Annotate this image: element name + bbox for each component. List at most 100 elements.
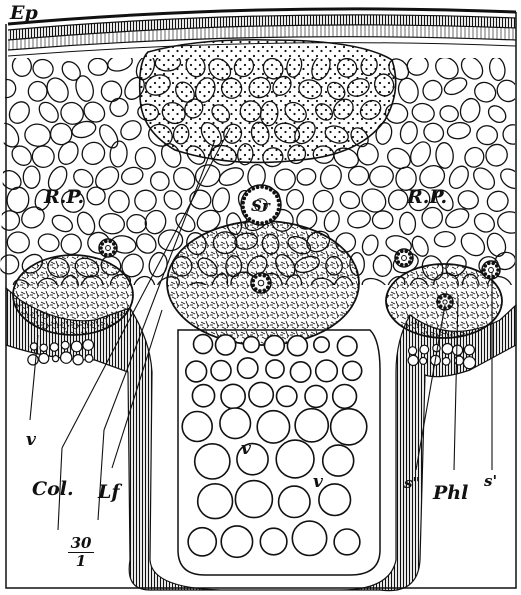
vessel	[305, 385, 327, 407]
small-vessel	[28, 355, 38, 365]
parenchyma-cell	[27, 80, 48, 102]
small-vessel	[420, 345, 429, 354]
scale-fraction: 30 1	[66, 536, 96, 569]
ring-bead	[266, 286, 270, 290]
parenchyma-cell	[107, 189, 130, 213]
vessel	[186, 361, 207, 382]
parenchyma-cell	[348, 166, 369, 186]
vessel	[221, 526, 252, 557]
vessel	[295, 409, 328, 442]
parenchyma-cell	[210, 186, 232, 214]
parenchyma-cell	[435, 142, 454, 169]
ring-bead	[491, 262, 495, 266]
parenchyma-cell	[169, 163, 199, 193]
parenchyma-cell	[396, 76, 421, 105]
ring-bead	[108, 240, 112, 244]
small-vessel	[464, 357, 476, 369]
ring-bead	[241, 206, 245, 210]
ring-bead	[99, 246, 103, 250]
ring-bead	[275, 195, 279, 199]
parenchyma-cell	[30, 144, 56, 170]
ring-bead	[397, 252, 401, 256]
parenchyma-cell	[338, 189, 362, 212]
small-vessel	[442, 358, 450, 366]
parenchyma-cell	[88, 57, 109, 76]
vessel	[277, 386, 297, 406]
vessel	[287, 336, 307, 356]
parenchyma-cell	[357, 184, 390, 217]
vessel	[343, 361, 362, 380]
parenchyma-cell	[367, 164, 395, 190]
parenchyma-cell	[217, 164, 246, 188]
vessel	[221, 384, 245, 408]
vessel	[198, 484, 233, 519]
label-vessel-left: v	[26, 432, 36, 449]
ring-bead	[409, 256, 413, 260]
ring-bead	[484, 264, 488, 268]
vessel	[265, 336, 285, 356]
ring-bead	[277, 208, 281, 212]
parenchyma-cell	[109, 140, 128, 167]
ring-bead	[277, 203, 281, 207]
parenchyma-cell	[457, 229, 489, 261]
ring-bead	[113, 246, 117, 250]
parenchyma-cell	[5, 98, 33, 127]
label-secretory-double: s"	[404, 476, 420, 491]
ring-bead	[449, 300, 453, 304]
label-vessel-center-2: v	[313, 474, 323, 491]
parenchyma-cell	[476, 125, 497, 145]
ring-bead	[272, 216, 276, 220]
parenchyma-cell	[96, 122, 122, 151]
ring-lumen	[106, 246, 111, 251]
parenchyma-cell	[0, 77, 19, 101]
vessel	[257, 411, 289, 443]
ring-bead	[248, 217, 252, 221]
parenchyma-cell	[496, 210, 521, 235]
parenchyma-cell	[346, 209, 372, 230]
ring-bead	[245, 214, 249, 218]
parenchyma-cell	[471, 210, 498, 236]
ring-bead	[101, 250, 105, 254]
ring-bead	[447, 304, 451, 308]
ring-bead	[496, 268, 500, 272]
parenchyma-cell	[55, 138, 82, 167]
vessel	[195, 444, 230, 479]
parenchyma-cell	[488, 56, 507, 81]
vascular-bundle-left	[13, 255, 133, 335]
scale-numerator: 30	[66, 536, 96, 551]
vessel	[333, 385, 357, 409]
parenchyma-cell	[117, 117, 145, 144]
vessel	[220, 408, 251, 439]
ring-bead	[482, 268, 486, 272]
parenchyma-cell	[127, 214, 147, 233]
parenchyma-cell	[8, 142, 35, 169]
parenchyma-cell	[286, 189, 303, 209]
ring-bead	[487, 275, 491, 279]
ring-bead	[404, 250, 408, 254]
vessel	[182, 412, 212, 442]
ring-bead	[269, 218, 273, 222]
parenchyma-cell	[398, 120, 419, 145]
parenchyma-cell	[24, 123, 52, 148]
parenchyma-cell	[499, 121, 521, 148]
small-vessel	[50, 343, 58, 351]
label-leaf-fibre: Lf	[98, 483, 120, 502]
vessel	[188, 528, 216, 556]
ring-bead	[263, 289, 267, 293]
vessel	[276, 440, 314, 478]
parenchyma-cell	[372, 210, 394, 230]
ring-bead	[112, 250, 116, 254]
parenchyma-cell	[456, 189, 480, 211]
vessel	[337, 336, 357, 356]
parenchyma-cell	[98, 212, 126, 235]
small-vessel	[409, 347, 417, 355]
ring-bead	[252, 187, 256, 191]
parenchyma-cell	[420, 77, 445, 103]
vessel	[323, 445, 354, 476]
parenchyma-cell	[471, 79, 499, 106]
parenchyma-cell	[497, 165, 521, 192]
vessel	[194, 335, 213, 354]
ring-bead	[252, 279, 256, 283]
parenchyma-cell	[147, 168, 173, 194]
vessel	[319, 484, 351, 516]
